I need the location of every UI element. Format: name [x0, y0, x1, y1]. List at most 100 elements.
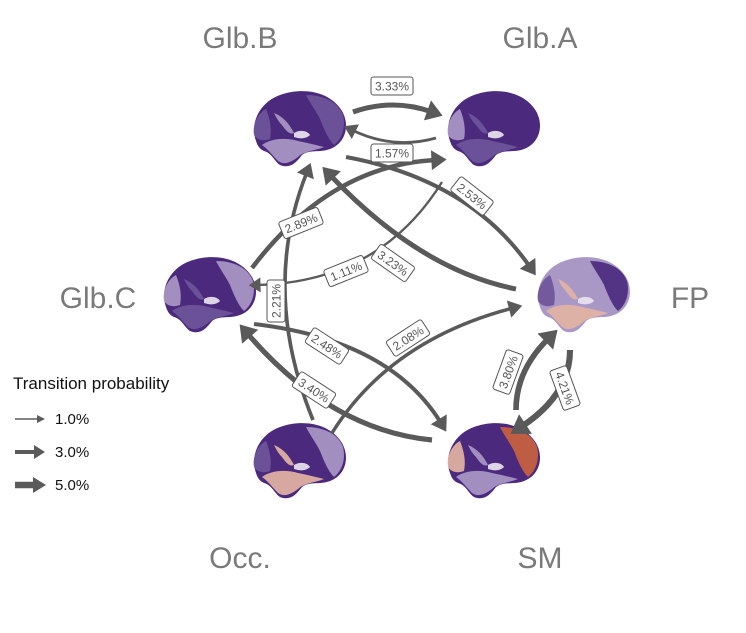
brain-glb-a [447, 91, 540, 167]
brain-region [262, 138, 324, 164]
node-label-glb-b: Glb.B [202, 22, 277, 55]
edge-label: 2.48% [304, 327, 350, 365]
legend-arrow-2-head [34, 445, 45, 459]
brain-fp [537, 257, 630, 333]
arrowhead-icon [322, 166, 341, 186]
legend-label-3: 5.0% [55, 477, 89, 494]
brain-region [500, 427, 538, 477]
edge-label-text: 1.57% [375, 147, 409, 161]
legend-arrow-3-head [33, 477, 46, 493]
edge-label-box [370, 76, 414, 96]
edge-label: 2.21% [266, 279, 286, 323]
brain-region [468, 445, 488, 466]
arrowhead-icon [423, 100, 443, 121]
edge-label-box [291, 371, 337, 409]
brain-occ [253, 423, 346, 499]
edge-label-box [549, 365, 581, 411]
legend-item-2: 3.0% [15, 444, 89, 461]
edge-glb-a-to-glb-c [256, 181, 443, 287]
brain-region [500, 95, 538, 145]
brain-glb-c [163, 257, 256, 333]
node-label-glb-a: Glb.A [502, 22, 577, 55]
node-label-sm: SM [518, 542, 563, 575]
brain-region [546, 304, 608, 330]
edge-glb-b-to-glb-a [352, 102, 433, 115]
edge-glb-c-to-sm [253, 322, 443, 425]
edge-label: 3.33% [370, 76, 414, 96]
brain-region [216, 261, 254, 311]
edge-sm-to-fp [513, 335, 551, 411]
brain-region [306, 95, 344, 145]
arrowhead-icon [506, 300, 523, 318]
arrowhead-icon [519, 258, 536, 276]
edge-label: 3.23% [371, 244, 415, 282]
arrowhead-icon [239, 324, 259, 344]
edge-label: 1.57% [370, 143, 414, 163]
brain-region [488, 130, 504, 139]
edge-label-box [323, 255, 369, 287]
edge-label-box [492, 349, 524, 395]
brain-region [558, 279, 578, 300]
brain-region [537, 275, 555, 307]
brain-region [253, 109, 271, 141]
brain-region [456, 470, 518, 496]
brain-region [172, 304, 234, 330]
node-label-occ: Occ. [209, 542, 271, 575]
legend-label-1: 1.0% [55, 411, 89, 428]
edge-label: 1.11% [323, 255, 369, 287]
brain-sm [447, 423, 540, 499]
arrowhead-icon [344, 124, 359, 139]
brain-region [456, 138, 518, 164]
edge-label-box [266, 279, 286, 323]
brain-region [447, 109, 465, 141]
edge-fp-to-glb-b [328, 173, 517, 292]
brain-region [274, 113, 294, 134]
brain-region [262, 470, 324, 496]
legend-item-1: 1.0% [15, 411, 89, 428]
legend-label-2: 3.0% [55, 444, 89, 461]
brain-region [294, 462, 310, 471]
legend-item-3: 5.0% [15, 477, 89, 494]
edge-label: 4.21% [549, 365, 581, 411]
edge-label-box [371, 244, 415, 282]
brain-region [204, 296, 220, 305]
brain-region [488, 462, 504, 471]
edge-label-box [450, 176, 494, 216]
edge-label: 2.08% [385, 319, 431, 357]
brain-region [468, 113, 488, 134]
edge-label-box [304, 327, 350, 365]
edge-label-box [278, 207, 324, 239]
legend: Transition probability 1.0% 3.0% 5.0% [13, 374, 170, 494]
brain-region [294, 130, 310, 139]
arrowhead-icon [537, 329, 558, 350]
node-label-fp: FP [671, 282, 709, 315]
edge-glb-a-to-glb-b [351, 128, 437, 144]
brain-region [447, 441, 465, 473]
edge-glb-b-to-fp [345, 155, 532, 269]
edge-label-box [370, 143, 414, 163]
legend-title: Transition probability [13, 374, 170, 393]
edge-label: 2.89% [278, 207, 324, 239]
arrowhead-icon [430, 414, 447, 432]
edge-label-text: 2.21% [270, 284, 284, 318]
arrowhead-icon [430, 150, 447, 171]
arrowhead-icon [297, 162, 314, 180]
brain-region [184, 279, 204, 300]
node-label-glb-c: Glb.C [60, 282, 137, 315]
arrowhead-icon [510, 414, 532, 434]
brain-glb-b [253, 91, 346, 167]
edge-label-text: 3.33% [375, 80, 409, 94]
edge-label: 3.40% [291, 371, 337, 409]
edge-label-box [385, 319, 431, 357]
brain-region [306, 427, 344, 477]
brain-region [578, 296, 594, 305]
brain-region [163, 275, 181, 307]
brain-region [590, 261, 628, 311]
legend-arrow-1-head [37, 415, 45, 423]
edge-glb-c-to-glb-a [250, 157, 437, 270]
edge-occ-to-fp [330, 306, 514, 434]
brain-region [253, 441, 271, 473]
edge-sm-to-glb-c [245, 331, 433, 443]
brain-region [274, 445, 294, 466]
